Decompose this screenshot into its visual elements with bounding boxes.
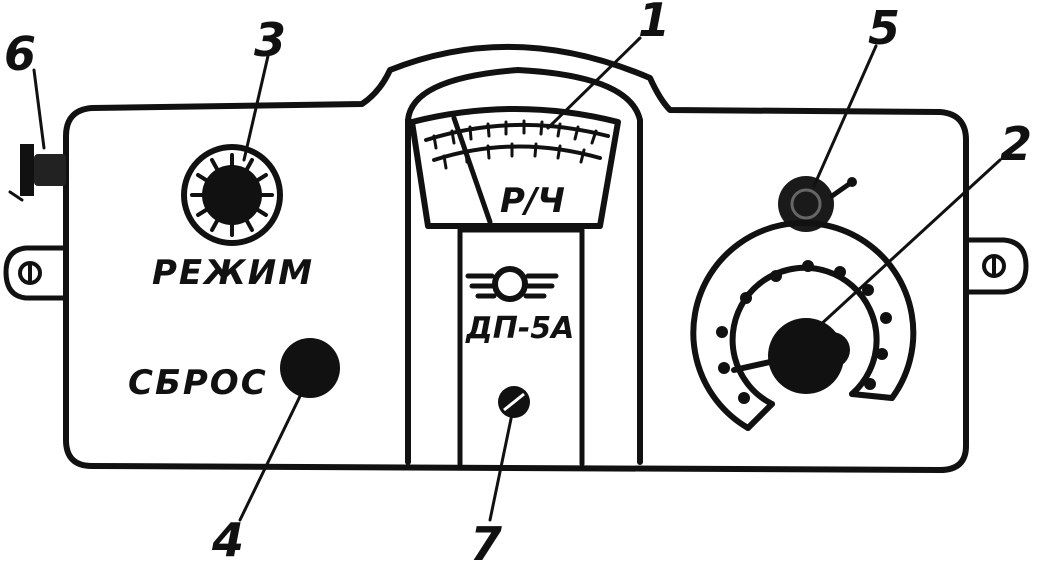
reset-button: [280, 338, 340, 398]
range-switch: [690, 219, 917, 431]
side-connector: [8, 144, 66, 202]
scale-ticks: [432, 119, 598, 170]
reset-label: СБРОС: [128, 363, 268, 403]
left-mounting-ear: [3, 245, 69, 301]
meter-needle: [451, 115, 493, 225]
callout-1: 1: [638, 0, 670, 47]
adjust-screw: [498, 386, 530, 418]
meter-column: [405, 67, 643, 467]
callout-leaders: [32, 36, 1002, 522]
winged-emblem: [465, 266, 559, 302]
range-positions: [716, 260, 892, 404]
callout-3: 3: [254, 13, 286, 67]
meter-unit-label: Р/Ч: [500, 181, 565, 221]
model-label: ДП-5А: [465, 311, 574, 346]
callout-4: 4: [211, 513, 244, 564]
meter-dial: Р/Ч: [409, 106, 621, 229]
right-mounting-ear: [963, 237, 1029, 295]
device-housing: [63, 43, 969, 473]
callout-7: 7: [470, 517, 502, 564]
callout-2: 2: [1000, 117, 1032, 171]
mode-knob: [181, 144, 283, 246]
callout-6: 6: [4, 27, 36, 81]
mode-label: РЕЖИМ: [152, 253, 314, 293]
indicator-lamp: [778, 176, 857, 232]
callout-5: 5: [868, 1, 900, 55]
